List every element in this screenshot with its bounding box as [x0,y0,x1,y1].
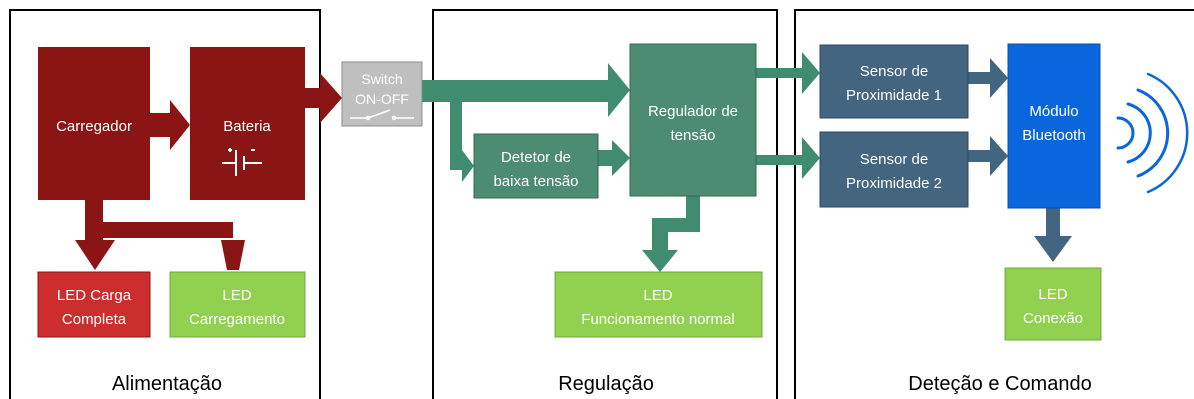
arrow-switch-detetor [450,102,474,182]
regulador-line2: tensão [670,127,715,144]
arrow-carregador-leds [75,200,245,270]
section-regulacao-label: Regulação [558,373,654,395]
block-regulador [629,43,757,197]
bluetooth-line1: Módulo [1029,103,1078,120]
led-conexao-line1: LED [1038,286,1067,303]
carregador-label: Carregador [56,118,132,135]
arrow-detetor-regulador [598,140,630,176]
arrow-regulador-sensor1 [756,52,820,94]
led-carregamento-line2: Carregamento [189,311,285,328]
led-carga-line1: LED Carga [57,287,132,304]
block-led-carga-completa [37,271,151,338]
battery-icon [222,148,262,176]
sensor1-line1: Sensor de [860,63,928,80]
block-bateria [190,47,305,200]
arrow-bluetooth-led-conexao [1034,208,1072,262]
led-normal-line2: Funcionamento normal [581,311,734,328]
sensor1-line2: Proximidade 1 [846,87,942,104]
arrow-sensor1-bluetooth [968,58,1008,98]
switch-line1: Switch [361,71,402,87]
section-detecao-label: Deteção e Comando [908,373,1091,395]
block-sensor1 [819,44,969,119]
led-normal-line1: LED [643,287,672,304]
bateria-label: Bateria [223,118,271,135]
regulador-line1: Regulador de [648,103,738,120]
block-led-carregamento [169,271,306,338]
sensor2-line1: Sensor de [860,151,928,168]
block-sensor2 [819,131,969,208]
block-led-conexao [1004,267,1102,341]
arrow-sensor2-bluetooth [968,136,1008,176]
led-carregamento-line1: LED [222,287,251,304]
arrow-switch-regulador [422,63,630,117]
switch-icon [350,109,414,121]
block-led-funcionamento [554,271,763,338]
detetor-line1: Detetor de [501,149,571,166]
block-switch [341,61,423,127]
bluetooth-line2: Bluetooth [1022,127,1085,144]
arrow-carregador-bateria [150,100,190,150]
switch-line2: ON-OFF [355,91,409,107]
arrow-bateria-switch [305,73,342,123]
section-alimentacao-label: Alimentação [112,373,222,395]
block-detetor [473,133,599,199]
arrow-regulador-sensor2 [756,137,820,179]
block-carregador [38,47,150,200]
block-bluetooth [1007,43,1101,209]
arrow-regulador-led-normal [642,196,700,272]
detetor-line2: baixa tensão [493,173,578,190]
led-conexao-line2: Conexão [1023,310,1083,327]
led-carga-line2: Completa [62,311,127,328]
wireless-signal-icon [1116,72,1189,194]
sensor2-line2: Proximidade 2 [846,175,942,192]
